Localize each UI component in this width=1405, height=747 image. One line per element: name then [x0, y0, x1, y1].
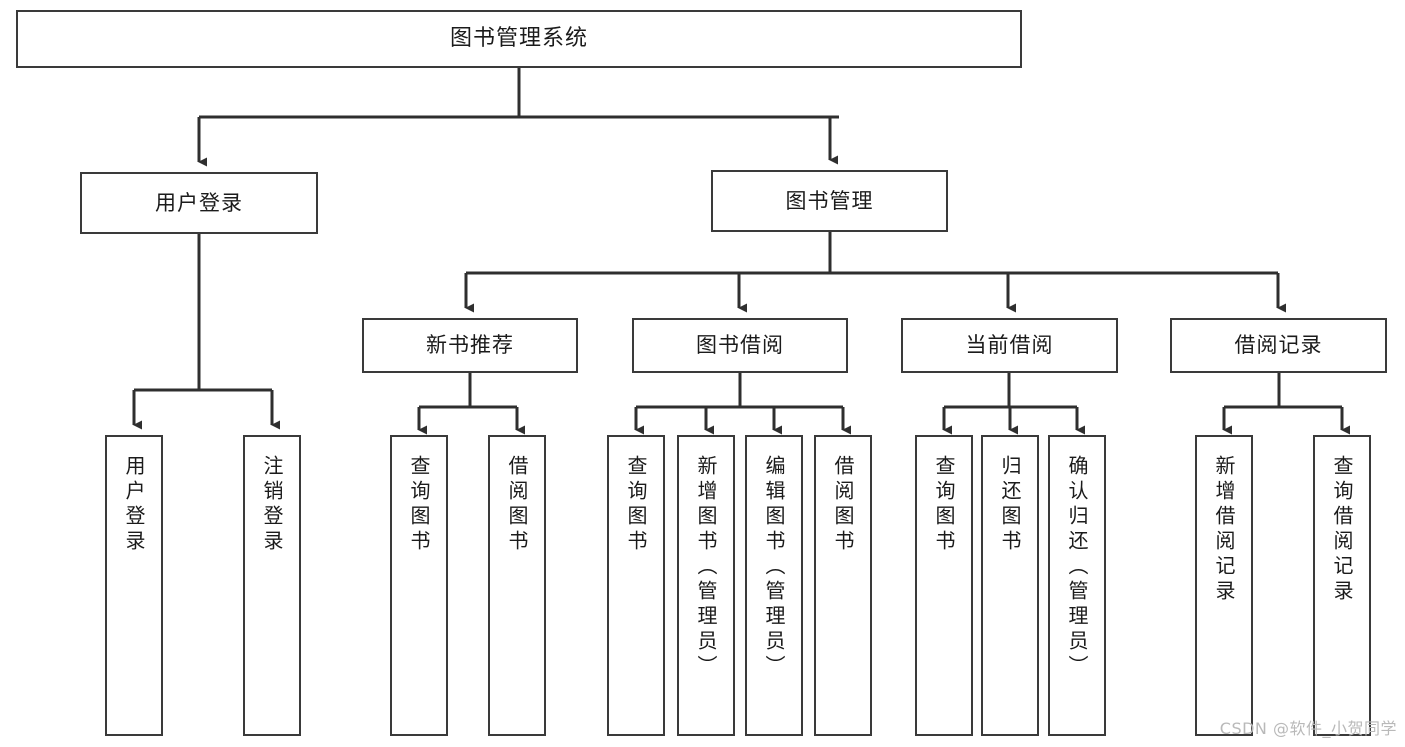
node-leaf-add-record-label: 新增借阅记录: [1212, 455, 1236, 605]
node-leaf-query-book-1[interactable]: 查询图书: [390, 435, 448, 736]
node-leaf-add-book[interactable]: 新增图书（管理员）: [677, 435, 735, 736]
node-new-book-recommend-label: 新书推荐: [426, 333, 514, 358]
node-root-label: 图书管理系统: [449, 26, 588, 52]
node-leaf-add-record[interactable]: 新增借阅记录: [1195, 435, 1253, 736]
node-new-book-recommend[interactable]: 新书推荐: [362, 318, 578, 373]
node-leaf-user-login[interactable]: 用户登录: [105, 435, 163, 736]
node-leaf-borrow-book-2-label: 借阅图书: [831, 455, 855, 555]
node-leaf-query-record-label: 查询借阅记录: [1330, 455, 1354, 605]
node-book-manage-label: 图书管理: [785, 188, 874, 213]
node-leaf-query-book-1-label: 查询图书: [407, 455, 431, 555]
node-borrow-record-label: 借阅记录: [1234, 333, 1323, 358]
node-user-login[interactable]: 用户登录: [80, 172, 318, 234]
node-leaf-borrow-book-1-label: 借阅图书: [505, 455, 529, 555]
node-leaf-query-book-2-label: 查询图书: [624, 455, 648, 555]
node-leaf-query-book-2[interactable]: 查询图书: [607, 435, 665, 736]
node-root[interactable]: 图书管理系统: [16, 10, 1022, 68]
node-leaf-return-book-label: 归还图书: [998, 455, 1022, 555]
node-current-borrow-label: 当前借阅: [965, 333, 1054, 358]
node-leaf-query-book-3[interactable]: 查询图书: [915, 435, 973, 736]
node-book-manage[interactable]: 图书管理: [711, 170, 948, 232]
node-leaf-user-login-label: 用户登录: [122, 455, 146, 555]
node-book-borrow[interactable]: 图书借阅: [632, 318, 848, 373]
node-leaf-confirm-return-label: 确认归还（管理员）: [1065, 455, 1089, 680]
node-leaf-logout-login-label: 注销登录: [260, 455, 284, 555]
node-leaf-query-book-3-label: 查询图书: [932, 455, 956, 555]
node-leaf-confirm-return[interactable]: 确认归还（管理员）: [1048, 435, 1106, 736]
node-leaf-logout-login[interactable]: 注销登录: [243, 435, 301, 736]
node-user-login-label: 用户登录: [155, 190, 243, 215]
node-book-borrow-label: 图书借阅: [696, 333, 784, 358]
node-leaf-add-book-label: 新增图书（管理员）: [694, 455, 718, 680]
node-leaf-return-book[interactable]: 归还图书: [981, 435, 1039, 736]
node-leaf-borrow-book-1[interactable]: 借阅图书: [488, 435, 546, 736]
node-leaf-edit-book[interactable]: 编辑图书（管理员）: [745, 435, 803, 736]
node-leaf-edit-book-label: 编辑图书（管理员）: [762, 455, 786, 680]
node-leaf-query-record[interactable]: 查询借阅记录: [1313, 435, 1371, 736]
watermark-text: CSDN @软件_小贺同学: [1219, 719, 1397, 738]
node-current-borrow[interactable]: 当前借阅: [901, 318, 1118, 373]
node-leaf-borrow-book-2[interactable]: 借阅图书: [814, 435, 872, 736]
node-borrow-record[interactable]: 借阅记录: [1170, 318, 1387, 373]
